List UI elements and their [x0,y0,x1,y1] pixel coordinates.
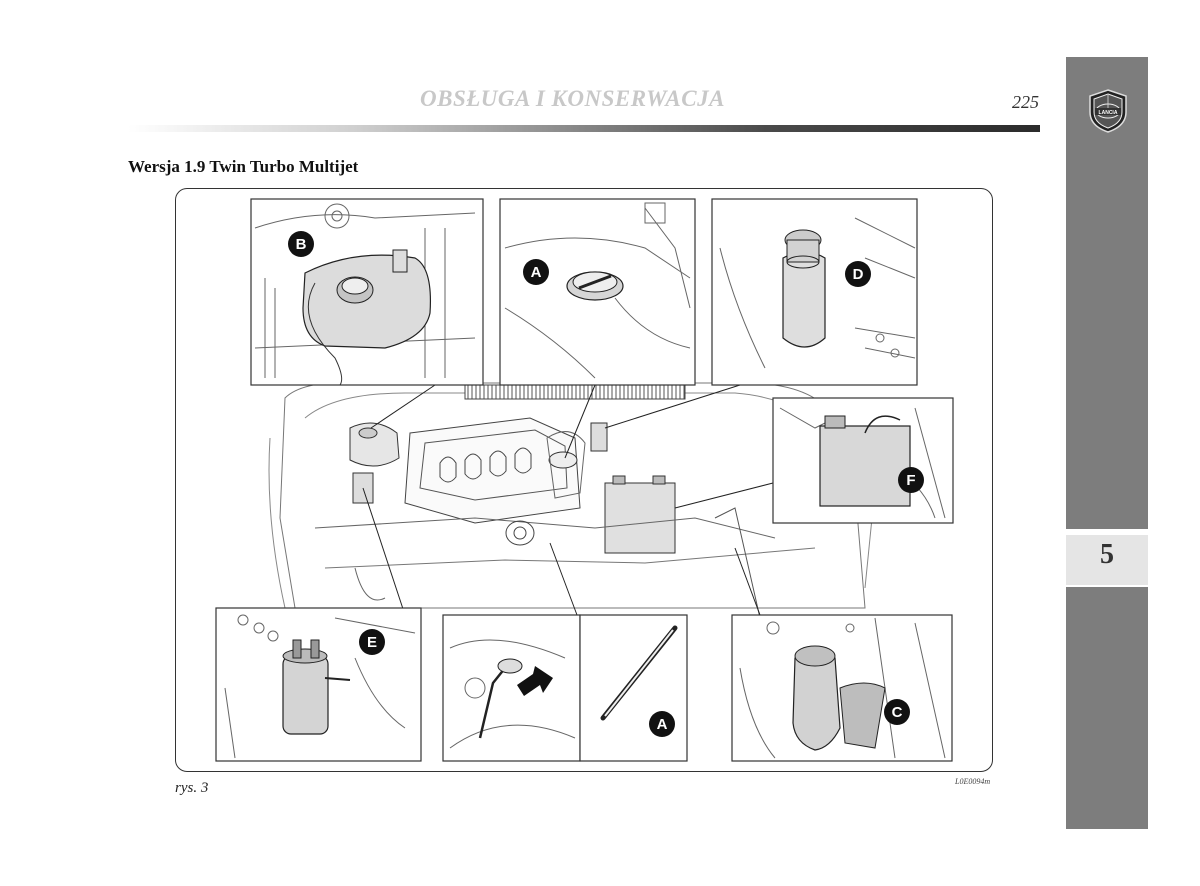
inset-battery [772,397,954,524]
leader-lines [362,384,774,616]
svg-text:D: D [853,266,864,283]
inset-fuel-filter [215,607,422,762]
lancia-logo-icon: LANCIA [1089,89,1127,133]
logo-text: LANCIA [1099,110,1118,116]
figure-caption: rys. 3 [175,780,209,796]
svg-text:F: F [906,472,915,489]
marker-F: F [898,467,924,493]
inset-coolant-tank [250,198,484,386]
figure-code: L0E0094m [955,777,991,786]
engine-diagram: B A D F E A C [215,198,954,762]
inset-dipstick-location [442,614,581,762]
inset-oil-filler [499,198,696,386]
inset-dipstick [579,614,688,762]
page-number: 225 [1012,92,1039,112]
marker-C: C [884,699,910,725]
svg-text:A: A [531,264,542,281]
svg-text:E: E [367,634,377,651]
svg-text:B: B [296,236,307,253]
marker-A-oil-filler: A [523,259,549,285]
side-tab-upper [1066,57,1148,529]
chapter-tab: 5 [1066,535,1148,585]
page-header-title: OBSŁUGA I KONSERWACJA [420,86,725,111]
chapter-number: 5 [1100,539,1114,570]
marker-E: E [359,629,385,655]
svg-text:C: C [892,704,903,721]
svg-text:A: A [657,716,668,733]
side-tab-lower [1066,587,1148,829]
marker-B: B [288,231,314,257]
inset-washer-reservoir [731,614,953,762]
arrow-icon [517,666,553,696]
section-title: Wersja 1.9 Twin Turbo Multijet [128,157,359,176]
header-rule [128,125,1040,132]
figure-frame [175,188,993,772]
engine-bay-illustration [268,381,876,619]
inset-steering-reservoir [711,198,918,386]
marker-D: D [845,261,871,287]
marker-A-dipstick: A [649,711,675,737]
